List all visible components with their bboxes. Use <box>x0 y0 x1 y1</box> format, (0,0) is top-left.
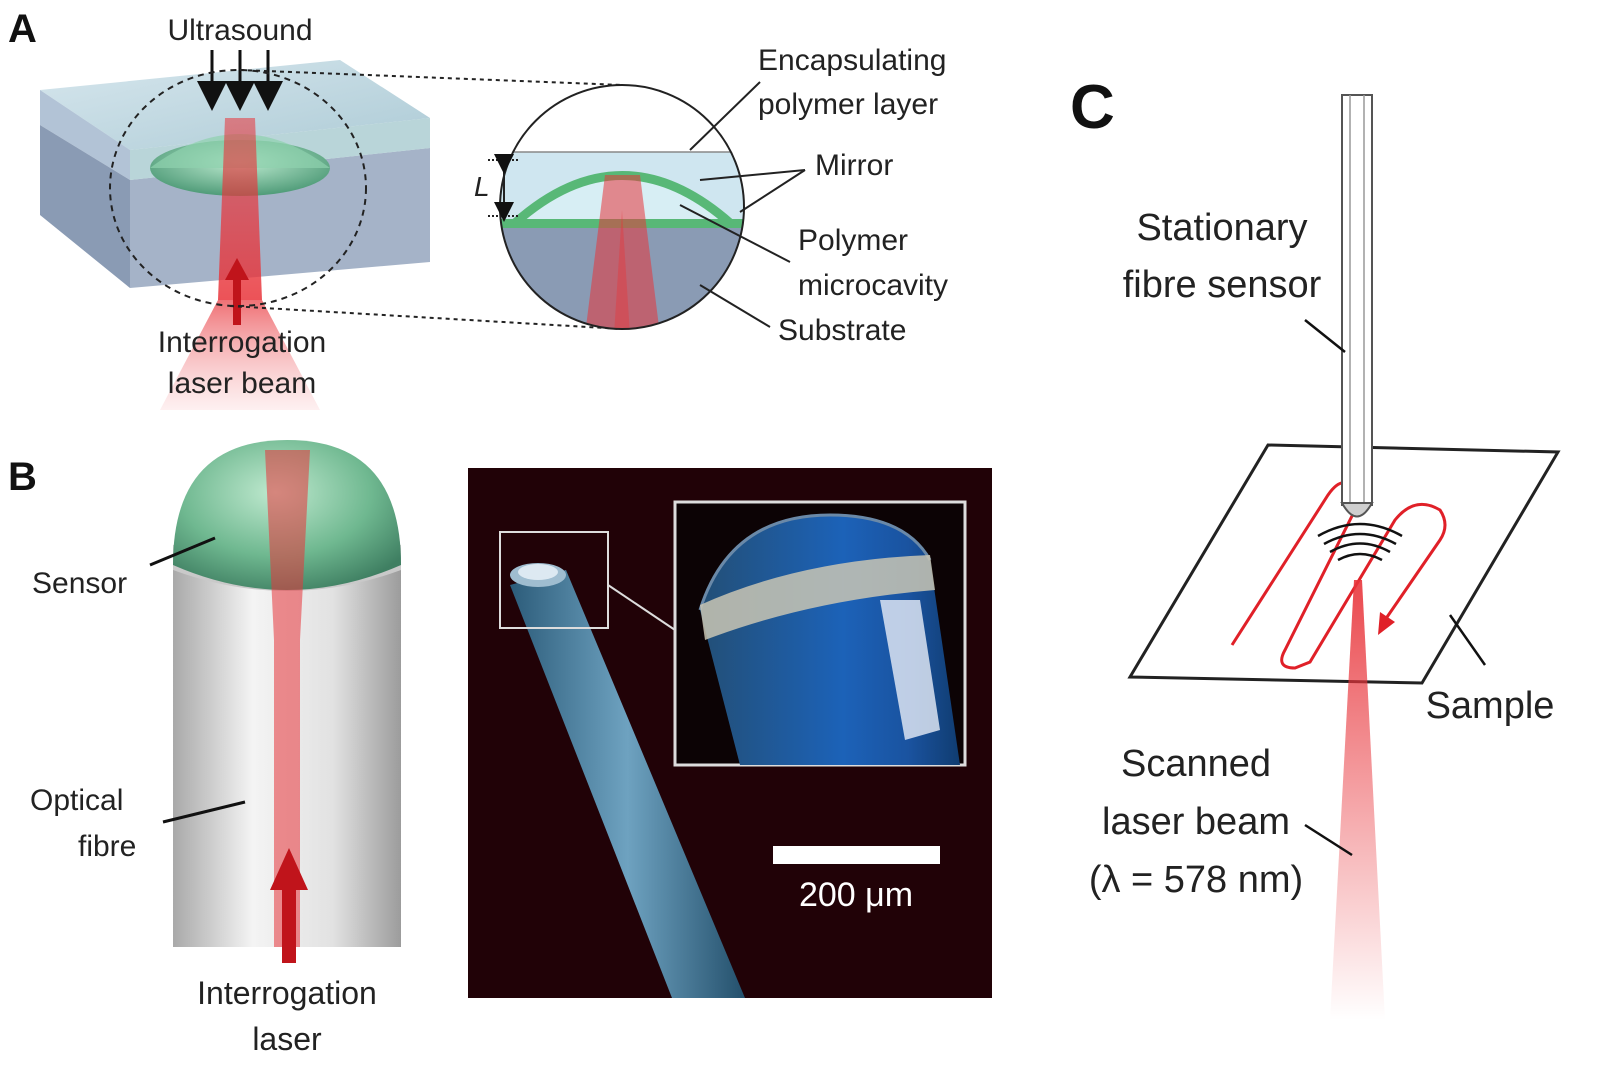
substrate-label: Substrate <box>778 314 906 347</box>
interrogation-label-a2: laser beam <box>168 367 316 400</box>
stationary-label-1: Stationary <box>1136 207 1307 249</box>
thickness-label: L <box>474 171 490 202</box>
cross-section <box>500 85 744 329</box>
interrogation-label-b2: laser <box>252 1021 322 1057</box>
panel-a: A Ultrasound Interrogation laser beam <box>8 7 948 410</box>
leaders-a <box>679 81 806 328</box>
sensor-slab <box>40 60 430 288</box>
optical-label-2: fibre <box>78 830 136 863</box>
scanned-label-1: Scanned <box>1121 743 1271 785</box>
micrograph-fibre <box>510 570 745 998</box>
thickness-dimension <box>488 154 520 222</box>
optical-label-1: Optical <box>30 784 123 817</box>
panel-a-letter: A <box>8 7 37 51</box>
panel-b-letter: B <box>8 455 37 499</box>
ultrasound-label: Ultrasound <box>167 14 312 47</box>
scale-bar-label: 200 μm <box>799 876 913 914</box>
encapsulating-label-2: polymer layer <box>758 88 938 121</box>
sensor-label: Sensor <box>32 567 127 600</box>
polymer-label-1: Polymer <box>798 224 908 257</box>
encapsulating-label-1: Encapsulating <box>758 44 946 77</box>
scanned-label-3: (λ = 578 nm) <box>1089 859 1303 901</box>
stationary-label-2: fibre sensor <box>1123 264 1322 306</box>
scale-bar <box>773 846 940 864</box>
interrogation-label-a1: Interrogation <box>158 326 326 359</box>
panel-c: C Stationary fibre sensor Sample Sca <box>1070 73 1561 1020</box>
laser-beam-zoom <box>585 175 660 329</box>
sample-plane <box>1127 443 1561 685</box>
magnifier-outline <box>109 69 367 307</box>
stationary-fibre <box>1340 94 1374 518</box>
sample-label: Sample <box>1426 685 1555 727</box>
mirror-label: Mirror <box>815 149 893 182</box>
zoom-box <box>499 531 609 629</box>
micrograph: 200 μm <box>468 468 992 998</box>
scanned-label-2: laser beam <box>1102 801 1290 843</box>
polymer-label-2: microcavity <box>798 269 948 302</box>
panel-b: B Sensor Optical fibre Interrogation las… <box>8 440 992 1057</box>
laser-beam-b <box>265 450 310 947</box>
acoustic-waves <box>1317 522 1403 562</box>
scanned-laser-beam <box>1330 580 1385 1020</box>
interrogation-arrow-b <box>270 848 308 890</box>
interrogation-label-b1: Interrogation <box>197 975 377 1011</box>
laser-beam-a <box>218 118 262 300</box>
panel-c-letter: C <box>1070 73 1115 142</box>
